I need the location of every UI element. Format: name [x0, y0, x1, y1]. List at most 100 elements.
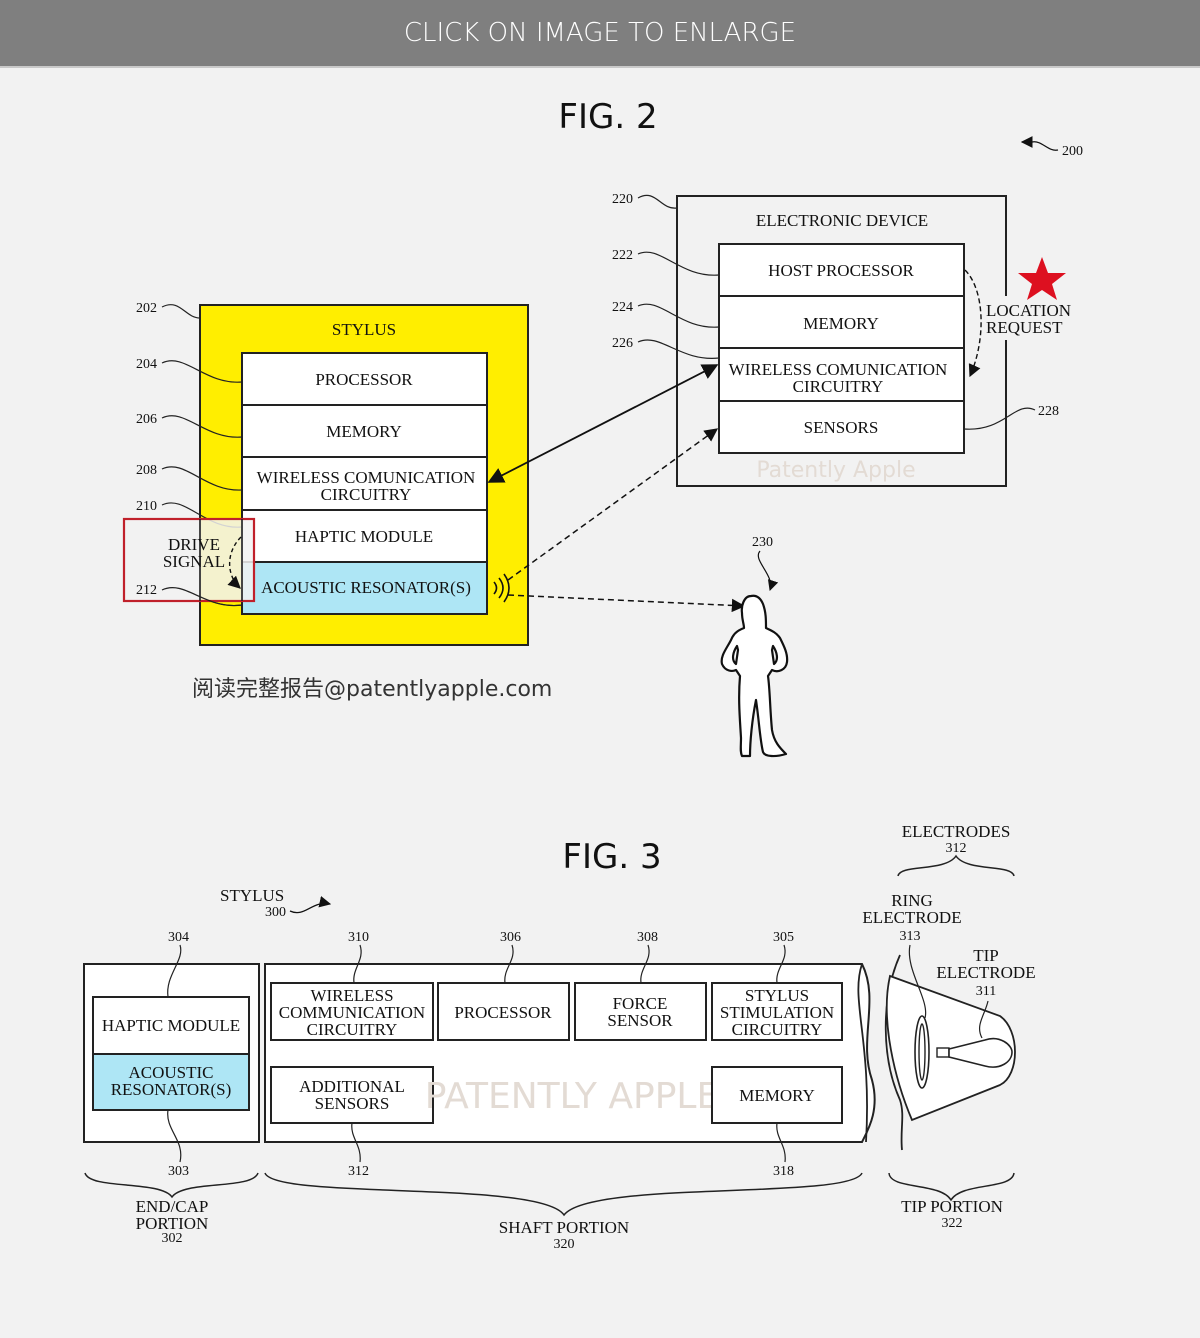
drive-signal-label-1: DRIVE	[168, 535, 220, 554]
shaft-wireless-label-1: WIRELESS	[310, 986, 393, 1005]
device-ref-leaders	[637, 195, 1036, 430]
ref-202: 202	[136, 301, 157, 316]
shaft-memory-box	[711, 1066, 843, 1124]
report-caption: 阅读完整报告@patentlyapple.com	[192, 677, 552, 702]
ref-308: 308	[637, 930, 658, 945]
shaft-wireless-label-3: CIRCUITRY	[307, 1020, 398, 1039]
ref-303: 303	[168, 1164, 189, 1179]
stylus-block: STYLUS PROCESSOR MEMORY WIRELESS COMUNIC…	[199, 304, 529, 646]
ref-310: 310	[348, 930, 369, 945]
shaft-portion-label: SHAFT PORTION	[499, 1218, 629, 1237]
end-cap-acoustic-box	[92, 1053, 250, 1111]
end-cap-haptic-label: HAPTIC MODULE	[102, 1016, 240, 1035]
ref-302: 302	[162, 1231, 183, 1246]
additional-sensors-label-2: SENSORS	[315, 1094, 390, 1113]
device-outline	[676, 195, 1007, 487]
shaft-wireless-box	[270, 982, 434, 1041]
tip-electrode-label-1: TIP	[973, 946, 999, 965]
ref-206: 206	[136, 412, 157, 427]
electronic-device-block: ELECTRONIC DEVICE HOST PROCESSOR MEMORY …	[676, 195, 1007, 487]
stylus-memory-box	[241, 404, 488, 458]
shaft-processor-box	[437, 982, 570, 1041]
tip-electrode-ball	[948, 1037, 1013, 1068]
acoustic-to-user-arrow	[507, 594, 746, 613]
tip-portion-label: TIP PORTION	[901, 1197, 1003, 1216]
electrodes-label: ELECTRODES	[902, 822, 1011, 841]
acoustic-to-sensor-arrow	[507, 428, 719, 581]
stimulation-label-3: CIRCUITRY	[732, 1020, 823, 1039]
stylus-haptic-box	[241, 509, 488, 563]
ref-208: 208	[136, 463, 157, 478]
star-icon	[1018, 257, 1066, 300]
shaft-brace	[264, 1172, 863, 1217]
enlarge-banner[interactable]: CLICK ON IMAGE TO ENLARGE	[0, 0, 1200, 68]
end-cap-portion-label-2: PORTION	[136, 1214, 209, 1233]
stimulation-label-1: STYLUS	[745, 986, 809, 1005]
tip-electrode-shaft	[936, 1047, 950, 1058]
ref-305: 305	[773, 930, 794, 945]
fig2-title: FIG. 2	[558, 97, 657, 137]
ref-313: 313	[900, 929, 921, 944]
stylus-wireless-label-2: CIRCUITRY	[321, 485, 412, 504]
fig3-title: FIG. 3	[562, 837, 661, 877]
ref-222: 222	[612, 248, 633, 263]
tip-portion: ELECTRODES 312 RING ELECTRODE 313 TIP EL…	[862, 822, 1035, 1231]
ref-320: 320	[554, 1237, 575, 1252]
location-request-annotation: LOCATION REQUEST	[964, 257, 1072, 378]
end-cap-brace	[84, 1172, 259, 1199]
stylus-wireless-box	[241, 456, 488, 511]
ref-300: 300	[265, 905, 286, 920]
ref-label: 200	[1062, 144, 1083, 159]
ref-228: 228	[1038, 404, 1059, 419]
device-memory-label: MEMORY	[803, 314, 879, 333]
watermark-patently-apple: Patently Apple	[756, 458, 915, 483]
end-cap-portion-label-1: END/CAP	[136, 1197, 209, 1216]
stylus-memory-label: MEMORY	[326, 422, 402, 441]
ref-224: 224	[612, 300, 633, 315]
fig2-ref-200: 200	[1020, 136, 1083, 159]
ref-312-sensors: 312	[348, 1164, 369, 1179]
enlarge-banner-text: CLICK ON IMAGE TO ENLARGE	[403, 18, 797, 48]
ref-210: 210	[136, 499, 157, 514]
fig3-stylus-ref: STYLUS 300	[220, 886, 332, 920]
end-cap-acoustic-label-1: ACOUSTIC	[128, 1063, 213, 1082]
end-cap-acoustic-label-2: RESONATOR(S)	[111, 1080, 232, 1099]
tip-electrode-label-2: ELECTRODE	[936, 963, 1035, 982]
device-wireless-label-2: CIRCUITRY	[793, 377, 884, 396]
ref-312-electrodes: 312	[946, 841, 967, 856]
ring-electrode-label-1: RING	[891, 891, 933, 910]
sound-wave-icon	[493, 573, 510, 603]
additional-sensors-label-1: ADDITIONAL	[299, 1077, 405, 1096]
force-sensor-label-1: FORCE	[613, 994, 668, 1013]
force-sensor-box	[574, 982, 707, 1041]
shaft-memory-label: MEMORY	[739, 1086, 815, 1105]
electrodes-brace	[897, 854, 1015, 877]
fig2-connections	[487, 364, 746, 613]
device-label: ELECTRONIC DEVICE	[756, 211, 928, 230]
wireless-link-arrow	[487, 364, 719, 483]
force-sensor-label-2: SENSOR	[607, 1011, 673, 1030]
drive-signal-label-2: SIGNAL	[163, 552, 225, 571]
end-cap-portion: HAPTIC MODULE ACOUSTIC RESONATOR(S) 304 …	[83, 930, 260, 1246]
ref-204: 204	[136, 357, 157, 372]
ref-220: 220	[612, 192, 633, 207]
ref-306: 306	[500, 930, 521, 945]
stylus-wireless-label-1: WIRELESS COMUNICATION	[257, 468, 476, 487]
ref-226: 226	[612, 336, 633, 351]
user-figure: 230	[720, 535, 789, 758]
ref-230: 230	[752, 535, 773, 550]
shaft-wireless-label-2: COMMUNICATION	[279, 1003, 425, 1022]
location-request-label-2: REQUEST	[986, 318, 1063, 337]
ref-311: 311	[976, 984, 996, 999]
person-icon	[720, 594, 789, 758]
stimulation-label-2: STIMULATION	[720, 1003, 834, 1022]
stylus-processor-label: PROCESSOR	[315, 370, 413, 389]
fig3-stylus-label: STYLUS	[220, 886, 284, 905]
device-sensors-label: SENSORS	[804, 418, 879, 437]
ring-electrode-inner	[918, 1023, 926, 1081]
host-processor-label: HOST PROCESSOR	[768, 261, 914, 280]
location-request-label-1: LOCATION	[986, 301, 1071, 320]
ref-318: 318	[773, 1164, 794, 1179]
ring-electrode-label-2: ELECTRODE	[862, 908, 961, 927]
